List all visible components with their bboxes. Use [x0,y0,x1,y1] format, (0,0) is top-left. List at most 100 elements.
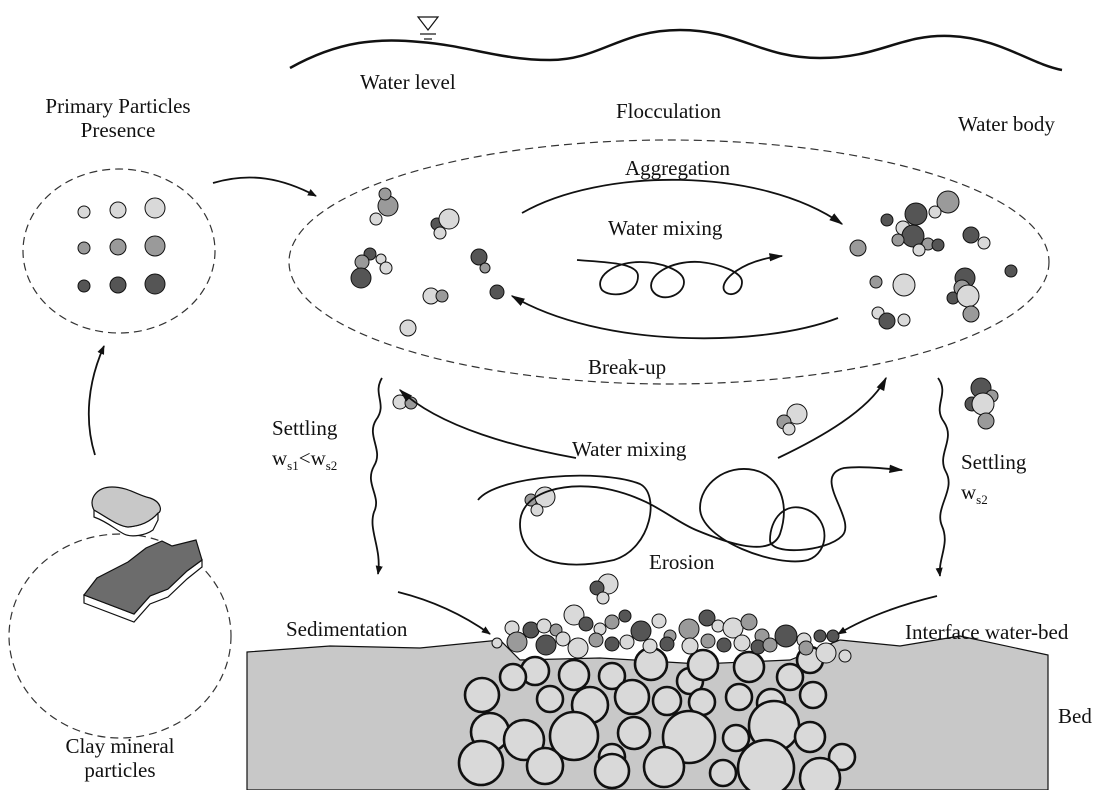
floc-particle [682,638,698,654]
floc-particle [490,285,504,299]
floc-particle [850,240,866,256]
floc-particle [400,320,416,336]
floc-particle [898,314,910,326]
floc-particle [652,614,666,628]
floc-particle [734,635,750,651]
floc-particle [78,242,90,254]
floc-particle [536,635,556,655]
floc-particle [439,209,459,229]
settling-right-label: Settling [961,450,1026,474]
floc-particle [963,227,979,243]
floc-particle [531,504,543,516]
bed-particle [459,741,503,785]
bed-particle [800,682,826,708]
floc-particle [110,277,126,293]
water-mixing-top-label: Water mixing [608,216,722,240]
bed-particle [800,758,840,790]
floc-particle [816,643,836,663]
settling-left-lt: <w [299,446,326,470]
floc-particle [799,641,813,655]
bed-particle [723,725,749,751]
clay-mineral-label-line1: Clay mineral [20,734,220,758]
sedimentation-arrow [398,592,490,634]
floc-particle [839,650,851,662]
floc-particle [643,639,657,653]
floc-particle [978,237,990,249]
floc-particle [717,638,731,652]
bed-particle [795,722,825,752]
aggregation-label: Aggregation [625,156,730,180]
break-up-label: Break-up [588,355,666,379]
settling-right-velocity: ws2 [961,480,988,508]
clay-mineral-label-line2: particles [20,758,220,782]
bed-particle [559,660,589,690]
floc-particle [870,276,882,288]
bed-label: Bed [1058,704,1092,728]
bed-particle [653,687,681,715]
floc-particle [145,198,165,218]
floc-particle [932,239,944,251]
floc-particle [775,625,797,647]
floc-particle [712,620,724,632]
water-level-symbol [418,17,438,39]
bed-particle [527,748,563,784]
clay-plate-light [92,487,160,536]
arrow-mixing-up-left [400,390,576,458]
water-surface-line [290,30,1062,70]
settling-left-w1: w [272,446,287,470]
floc-particle [434,227,446,239]
floc-particle [507,632,527,652]
floc-particle [492,638,502,648]
bed-particle [710,760,736,786]
bed-particle [738,740,794,790]
flocculation-label: Flocculation [616,99,721,123]
arrow-clay-to-primary [89,346,104,455]
settling-right-arrow [938,378,949,576]
floc-particle [380,262,392,274]
floc-particle [905,203,927,225]
flow-arrows [89,177,949,634]
floc-particle [701,634,715,648]
floc-particle [78,206,90,218]
water-mixing-top-arrow [577,256,782,297]
floc-particle [881,214,893,226]
floc-particle [78,280,90,292]
floc-particle [145,236,165,256]
primary-particles-label-line2: Presence [18,118,218,142]
floc-particle [605,615,619,629]
floc-particle [480,263,490,273]
water-level-label: Water level [360,70,456,94]
floc-particle [679,619,699,639]
bed-particle [644,747,684,787]
floc-particle [660,637,674,651]
floc-particle [379,188,391,200]
floc-particle [893,274,915,296]
bed-particle [618,717,650,749]
bed-particle [537,686,563,712]
floc-particle [605,637,619,651]
erosion-label: Erosion [649,550,714,574]
suspended-flocs [78,188,1017,663]
floc-particle [110,239,126,255]
bed-particle [734,652,764,682]
floc-particle [351,268,371,288]
bed-particle [595,754,629,788]
floc-particle [1005,265,1017,277]
sedimentation-label: Sedimentation [286,617,407,641]
primary-particles-label-line1: Primary Particles [18,94,218,118]
bed-particle [465,678,499,712]
break-up-arrow [512,296,838,338]
water-body-label: Water body [958,112,1055,136]
floc-particle [929,206,941,218]
bed-particle [615,680,649,714]
floc-particle [814,630,826,642]
primary-particles-label: Primary Particles Presence [18,94,218,142]
interface-label: Interface water-bed [905,620,1068,644]
floc-particle [892,234,904,246]
floc-particle [523,622,539,638]
floc-particle [963,306,979,322]
floc-particle [783,423,795,435]
floc-particle [436,290,448,302]
settling-left-sub1: s1 [287,458,299,473]
